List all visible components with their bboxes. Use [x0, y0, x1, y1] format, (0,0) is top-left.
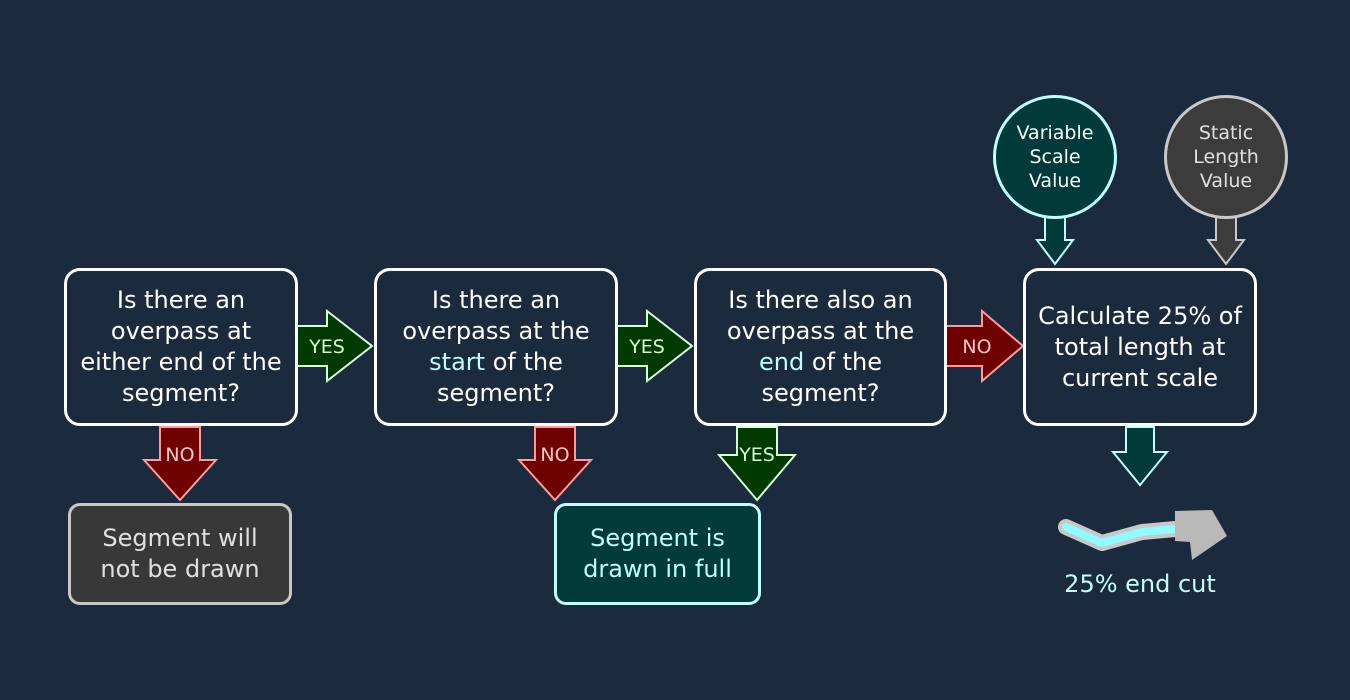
yes-arrow-3 — [716, 426, 798, 502]
decision-overpass-end: Is there also an overpass at the end of … — [694, 268, 947, 426]
yes-arrow-2 — [616, 308, 694, 384]
end-cut-illustration-icon — [1058, 510, 1227, 560]
no-arrow-1 — [141, 426, 219, 502]
process-calculate-text: Calculate 25% of total length at current… — [1038, 301, 1242, 392]
variable-scale-value-text: Variable Scale Value — [1016, 122, 1094, 192]
static-length-value-circle: Static Length Value — [1164, 95, 1288, 219]
no-label-1: NO — [165, 444, 195, 466]
outcome-segment-drawn-full: Segment is drawn in full — [554, 503, 761, 605]
decision-either-end-text: Is there an overpass at either end of th… — [80, 286, 282, 407]
decision-overpass-start: Is there an overpass at the start of the… — [374, 268, 618, 426]
outcome-segment-not-drawn: Segment will not be drawn — [68, 503, 292, 605]
variable-scale-value-circle: Variable Scale Value — [993, 95, 1117, 219]
decision-end-text: Is there also an overpass at the end of … — [726, 286, 915, 407]
static-length-value-text: Static Length Value — [1193, 122, 1259, 192]
outcome-drawn-full-text: Segment is drawn in full — [583, 524, 732, 583]
no-label-3: NO — [962, 336, 992, 358]
yes-arrow-1 — [296, 308, 374, 384]
end-cut-caption: 25% end cut — [1064, 570, 1216, 598]
variable-scale-input-arrow — [1035, 215, 1075, 266]
yes-label-1: YES — [309, 336, 345, 358]
no-label-2: NO — [540, 444, 570, 466]
no-arrow-3 — [945, 308, 1025, 384]
static-length-input-arrow — [1206, 215, 1246, 266]
decision-start-text: Is there an overpass at the start of the… — [402, 286, 590, 407]
outcome-not-drawn-text: Segment will not be drawn — [100, 524, 260, 583]
decision-overpass-either-end: Is there an overpass at either end of th… — [64, 268, 298, 426]
yes-label-2: YES — [629, 336, 665, 358]
process-calculate-length: Calculate 25% of total length at current… — [1023, 268, 1257, 426]
no-arrow-2 — [516, 426, 594, 502]
result-arrow — [1110, 426, 1170, 487]
highlight-end: end — [759, 348, 805, 376]
yes-label-3: YES — [739, 444, 775, 466]
highlight-start: start — [429, 348, 486, 376]
